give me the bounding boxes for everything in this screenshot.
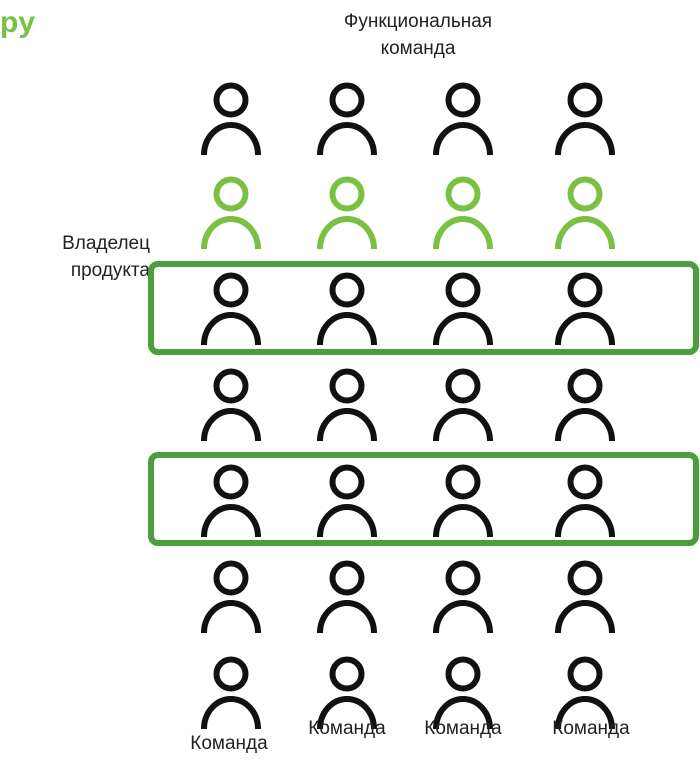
person-icon: [554, 174, 616, 254]
functional-team-label-line-1: Функциональная: [343, 11, 493, 32]
person-icon: [200, 270, 262, 350]
team-label-1: Команда: [190, 733, 268, 754]
person-icon: [432, 558, 494, 638]
person-icon: [316, 80, 378, 160]
person-icon: [200, 366, 262, 446]
person-icon: [200, 174, 262, 254]
person-icon: [316, 462, 378, 542]
person-icon: [554, 366, 616, 446]
product-team-outline-2: [148, 452, 699, 546]
product-team-outline-1: [148, 261, 699, 355]
functional-team-label: Функциональная команда: [268, 8, 568, 62]
person-icon: [316, 174, 378, 254]
person-icon: [316, 654, 378, 734]
person-icon: [200, 462, 262, 542]
person-icon: [200, 80, 262, 160]
team-label-2: Команда: [308, 718, 386, 739]
person-icon: [554, 654, 616, 734]
team-label-4: Команда: [552, 718, 630, 739]
team-label-3: Команда: [424, 718, 502, 739]
product-owner-label: Владелец продукта: [0, 230, 150, 284]
person-icon: [432, 462, 494, 542]
functional-team-label-line-2: команда: [380, 38, 456, 59]
person-icon: [200, 654, 262, 734]
person-icon: [554, 462, 616, 542]
person-icon: [432, 80, 494, 160]
person-icon: [432, 654, 494, 734]
product-owner-label-line-2: продукта: [70, 260, 150, 281]
person-icon: [554, 270, 616, 350]
person-icon: [316, 366, 378, 446]
person-icon: [316, 558, 378, 638]
product-owner-label-line-1: Владелец: [62, 233, 150, 254]
person-icon: [554, 558, 616, 638]
person-icon: [200, 558, 262, 638]
person-icon: [316, 270, 378, 350]
heading-fragment: ру: [0, 6, 36, 39]
person-icon: [432, 270, 494, 350]
person-icon: [432, 366, 494, 446]
person-icon: [554, 80, 616, 160]
person-icon: [432, 174, 494, 254]
